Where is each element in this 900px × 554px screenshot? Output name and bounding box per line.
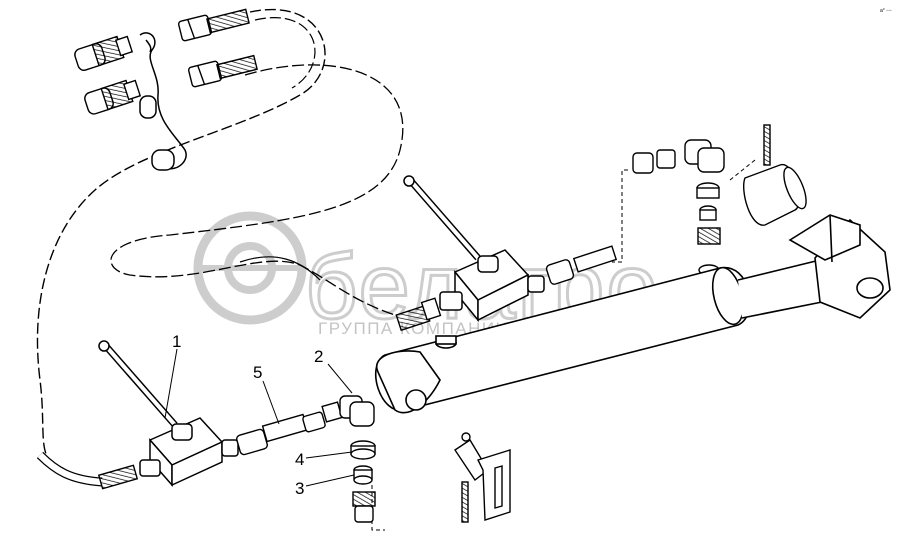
callout-1: 1 bbox=[172, 332, 181, 351]
dust-cap-bracket bbox=[139, 32, 187, 171]
callout-4: 4 bbox=[295, 450, 304, 469]
lower-valve-fittings bbox=[97, 401, 343, 490]
quick-coupler-lower bbox=[84, 79, 142, 115]
clevis-pin-lower bbox=[454, 432, 511, 523]
clevis-pin-upper bbox=[743, 124, 807, 226]
hose-fitting-top-a bbox=[177, 8, 250, 42]
callout-3: 3 bbox=[295, 479, 304, 498]
adapter-lower bbox=[352, 491, 376, 523]
callout-leaders bbox=[164, 348, 355, 487]
ball-valve-upper bbox=[403, 175, 545, 323]
hose-fitting-top-b bbox=[187, 54, 258, 88]
ball-valve-lower bbox=[98, 340, 239, 487]
quick-coupler-upper bbox=[74, 35, 134, 71]
upper-valve-fittings bbox=[395, 245, 618, 332]
upper-right-fittings bbox=[632, 139, 725, 276]
callout-5: 5 bbox=[253, 363, 262, 382]
watermark-logo-ring bbox=[193, 211, 307, 325]
ring-3 bbox=[353, 465, 373, 485]
hydraulic-cylinder bbox=[375, 214, 891, 414]
callout-2: 2 bbox=[314, 347, 323, 366]
hose-lines bbox=[36, 9, 756, 531]
nut-4 bbox=[350, 440, 376, 460]
corner-mark: а° ◦◦◦ bbox=[880, 8, 892, 14]
elbow-fitting-lower bbox=[339, 395, 375, 427]
watermark-subtitle: ГРУППА КОМПАНИИ bbox=[318, 319, 509, 338]
